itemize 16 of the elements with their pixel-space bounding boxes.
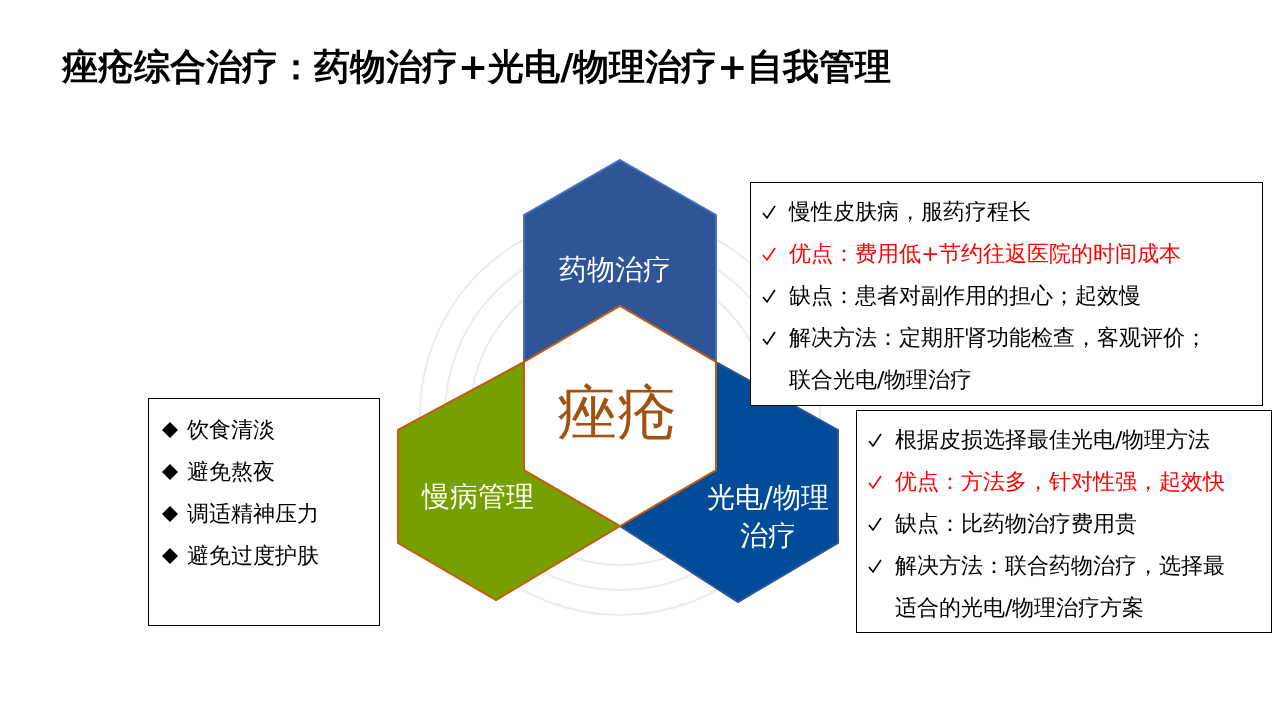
list-item: 调适精神压力 <box>187 500 320 528</box>
list-item: 缺点：患者对副作用的担心；起效慢 <box>789 282 1142 310</box>
list-item: 优点：方法多，针对性强，起效快 <box>895 468 1226 496</box>
list-item: 优点：费用低+节约往返医院的时间成本 <box>789 240 1183 268</box>
list-item: 饮食清淡 <box>187 416 276 444</box>
text-box <box>750 182 1263 406</box>
list-item: 避免过度护肤 <box>187 542 320 570</box>
list-item: 慢性皮肤病，服药疗程长 <box>789 198 1032 226</box>
text-box <box>856 410 1272 633</box>
list-item: 解决方法：联合药物治疗，选择最适合的光电/物理治疗方案 <box>895 552 1226 622</box>
list-item: 根据皮损选择最佳光电/物理方法 <box>895 426 1212 454</box>
text-box <box>148 398 380 626</box>
title: 痤疮综合治疗：药物治疗+光电/物理治疗+自我管理 <box>62 45 892 89</box>
list-item: 避免熬夜 <box>187 458 276 486</box>
hexagon: 药物治疗 <box>524 160 716 362</box>
list-item: 缺点：比药物治疗费用贵 <box>895 510 1138 538</box>
